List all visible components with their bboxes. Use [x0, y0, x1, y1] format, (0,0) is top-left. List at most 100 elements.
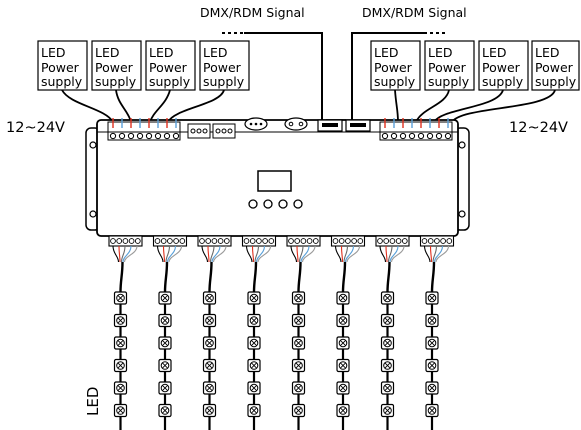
output-wire: [212, 245, 227, 263]
voltage-label-right: 12~24V: [509, 120, 568, 136]
led-icon: [425, 291, 439, 305]
terminal-screw-icon: [377, 238, 383, 244]
led-icon: [425, 381, 439, 395]
power-supply-text: supply: [482, 74, 524, 89]
power-supply-right-2: LED Power supply: [424, 40, 475, 91]
led-icon: [158, 403, 172, 418]
power-supply-text: Power: [95, 60, 134, 75]
output-wire: [334, 245, 342, 263]
output-wire: [432, 245, 438, 263]
button-icon: [263, 199, 273, 209]
output-wire: [385, 245, 388, 263]
led-icon: [113, 381, 128, 395]
output-wire: [390, 245, 405, 263]
led-icon: [158, 358, 172, 373]
output-wire: [255, 245, 266, 263]
terminal-screw-icon: [421, 238, 428, 244]
xlr-connector-icon: [284, 117, 308, 131]
output-terminal: [375, 235, 410, 247]
led-icon: [380, 358, 395, 373]
button-icon: [293, 199, 303, 209]
power-supply-right-4: LED Power supply: [531, 40, 580, 91]
output-wire: [122, 245, 132, 263]
led-icon: [425, 358, 439, 373]
led-icon: [158, 381, 172, 395]
terminal-screw-icon: [243, 238, 250, 244]
output-wire: [298, 245, 304, 263]
power-supply-text: LED: [203, 45, 228, 60]
output-wire: [112, 245, 120, 263]
output-wire: [423, 245, 431, 263]
power-supply-text: LED: [482, 45, 507, 60]
led-icon: [425, 336, 439, 350]
terminal-screw-icon: [306, 238, 313, 244]
terminal-screw-icon: [179, 238, 186, 244]
control-buttons: [248, 199, 303, 209]
power-supply-text: LED: [149, 45, 174, 60]
terminal-screw-icon: [312, 238, 319, 244]
led-icon: [158, 291, 172, 305]
power-input-terminal-left: [107, 118, 181, 141]
terminal-screw-icon: [395, 238, 402, 244]
led-icon: [202, 381, 217, 395]
terminal-screw-icon: [294, 238, 301, 244]
power-cables: [61, 89, 556, 123]
led-icon: [291, 313, 306, 328]
output-wire: [346, 245, 361, 263]
output-wire: [429, 245, 433, 263]
address-terminal: [187, 123, 236, 139]
power-supply-left-2: LED Power supply: [91, 40, 142, 91]
power-supply-text: supply: [95, 74, 137, 89]
terminal-screw-icon: [173, 238, 179, 244]
dmx-decoder-unit: [85, 117, 470, 237]
output-wire: [118, 245, 121, 263]
power-supply-text: Power: [41, 60, 80, 75]
led-icon: [380, 313, 395, 328]
power-supply-text: Power: [535, 60, 574, 75]
power-supply-text: supply: [535, 74, 577, 89]
terminal-screw-icon: [211, 238, 218, 244]
terminal-screw-icon: [134, 238, 141, 244]
terminal-screw-icon: [389, 238, 396, 244]
output-terminal: [286, 235, 321, 247]
output-wire: [251, 245, 255, 263]
terminal-screw-icon: [268, 238, 275, 244]
terminal-screw-icon: [217, 238, 224, 244]
led-icon: [380, 381, 395, 395]
led-icon: [113, 403, 128, 418]
led-icon: [336, 358, 350, 373]
output-channel-6: [330, 235, 366, 430]
output-channel-8: [419, 235, 455, 430]
rj45-port-icon: [345, 119, 371, 132]
led-icon: [291, 291, 306, 305]
terminal-screw-icon: [122, 238, 129, 244]
output-channel-1: [108, 235, 143, 430]
led-icon: [291, 381, 306, 395]
rj45-port-icon: [317, 119, 343, 132]
led-icon: [202, 313, 217, 328]
output-channel-4: [241, 235, 277, 430]
output-wire: [168, 245, 183, 263]
button-icon: [248, 199, 258, 209]
terminal-screw-icon: [160, 238, 167, 244]
terminal-screw-icon: [338, 238, 345, 244]
strip-cable: [386, 261, 391, 293]
terminal-screw-icon: [345, 238, 351, 244]
terminal-screw-icon: [440, 238, 446, 244]
led-icon: [291, 358, 306, 373]
button-icon: [278, 199, 288, 209]
strip-cable: [208, 261, 213, 293]
terminal-screw-icon: [357, 238, 364, 244]
output-wire: [296, 245, 299, 263]
output-channel-5: [286, 235, 321, 430]
output-wire: [344, 245, 355, 263]
output-wire: [435, 245, 450, 263]
led-icon: [425, 313, 439, 328]
terminal-screw-icon: [434, 238, 440, 244]
power-supply-text: Power: [149, 60, 188, 75]
led-icon: [247, 358, 261, 373]
terminal-screw-icon: [401, 238, 408, 244]
output-wire: [433, 245, 444, 263]
terminal-screw-icon: [110, 238, 116, 244]
power-supply-left-1: LED Power supply: [37, 40, 88, 91]
